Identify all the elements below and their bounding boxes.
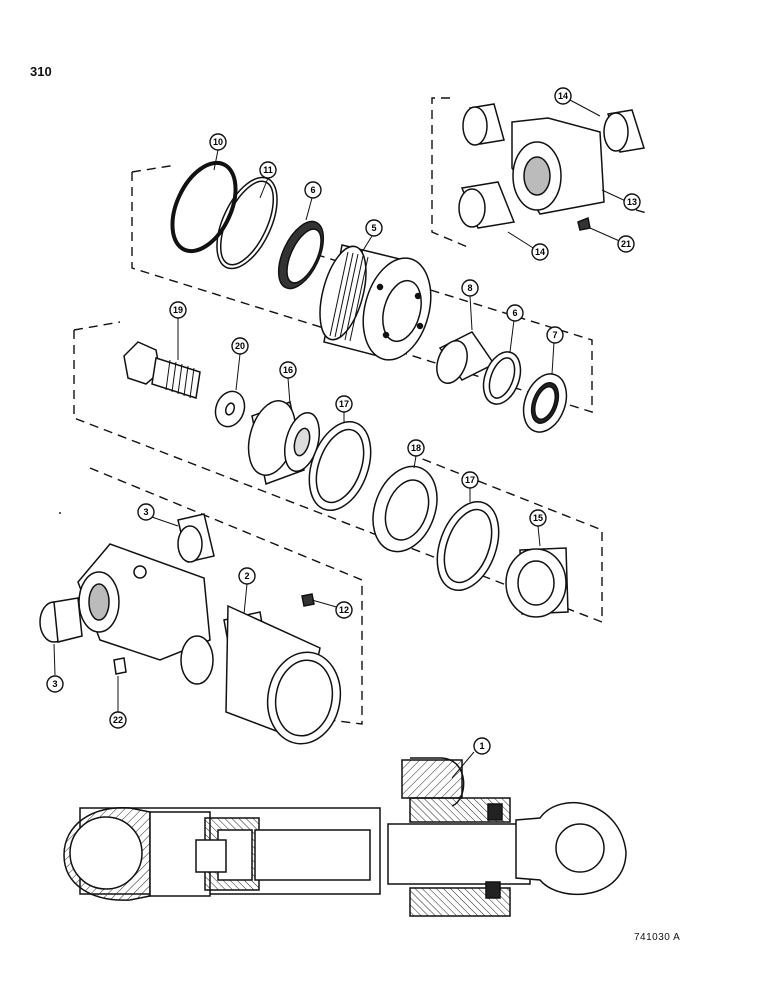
top-right-assembly [458, 103, 645, 231]
svg-text:21: 21 [621, 239, 631, 249]
cylinder-tube-2 [39, 513, 342, 745]
callout-17-right: 17 [461, 471, 479, 489]
svg-text:14: 14 [535, 247, 545, 257]
wiper-seal [277, 220, 325, 290]
page-number: 310 [30, 64, 52, 79]
bushing-8-seals-6-7 [436, 331, 568, 433]
svg-text:22: 22 [113, 715, 123, 725]
svg-text:20: 20 [235, 341, 245, 351]
figure-code: 741030 A [634, 932, 681, 943]
svg-text:3: 3 [143, 507, 148, 517]
callout-10: 10 [209, 133, 227, 151]
callout-2: 2 [238, 567, 256, 585]
callout-20: 20 [231, 337, 249, 355]
svg-text:6: 6 [310, 185, 315, 195]
callout-5: 5 [365, 219, 383, 237]
svg-text:10: 10 [213, 137, 223, 147]
svg-text:11: 11 [263, 165, 273, 175]
bolt-washer [123, 341, 246, 428]
svg-text:7: 7 [552, 330, 557, 340]
callout-19: 19 [169, 301, 187, 319]
svg-text:1: 1 [479, 741, 484, 751]
piston-16-seals-17-18 [247, 400, 569, 618]
svg-text:2: 2 [244, 571, 249, 581]
callout-14-top: 14 [554, 87, 572, 105]
callout-1: 1 [473, 737, 491, 755]
callout-16: 16 [279, 361, 297, 379]
svg-text:3: 3 [52, 679, 57, 689]
callout-3-top: 3 [137, 503, 155, 521]
callout-18: 18 [407, 439, 425, 457]
callout-13: 13 [623, 193, 641, 211]
callout-7: 7 [546, 326, 564, 344]
svg-text:16: 16 [283, 365, 293, 375]
svg-text:14: 14 [558, 91, 568, 101]
svg-text:5: 5 [371, 223, 376, 233]
callout-22: 22 [109, 711, 127, 729]
callout-8: 8 [461, 279, 479, 297]
svg-text:18: 18 [411, 443, 421, 453]
callout-6: 6 [506, 304, 524, 322]
svg-text:17: 17 [339, 399, 349, 409]
svg-text:8: 8 [467, 283, 472, 293]
assembled-section-view [63, 757, 627, 917]
callout-3-bottom: 3 [46, 675, 64, 693]
callout-15: 15 [529, 509, 547, 527]
piston-head [319, 244, 432, 361]
svg-text:15: 15 [533, 513, 543, 523]
callout-17-left: 17 [335, 395, 353, 413]
svg-text:19: 19 [173, 305, 183, 315]
callout-11: 11 [259, 161, 277, 179]
svg-text:17: 17 [465, 475, 475, 485]
svg-text:12: 12 [339, 605, 349, 615]
group-boundaries [59, 97, 651, 725]
svg-text:6: 6 [512, 308, 517, 318]
callout-12: 12 [335, 601, 353, 619]
callout-21: 21 [617, 235, 635, 253]
callout-14-bottom: 14 [531, 243, 549, 261]
svg-text:13: 13 [627, 197, 637, 207]
callout-markers: 10 11 6 5 14 13 14 21 8 6 7 19 20 16 17 … [46, 87, 641, 755]
callout-9: 6 [304, 181, 322, 199]
